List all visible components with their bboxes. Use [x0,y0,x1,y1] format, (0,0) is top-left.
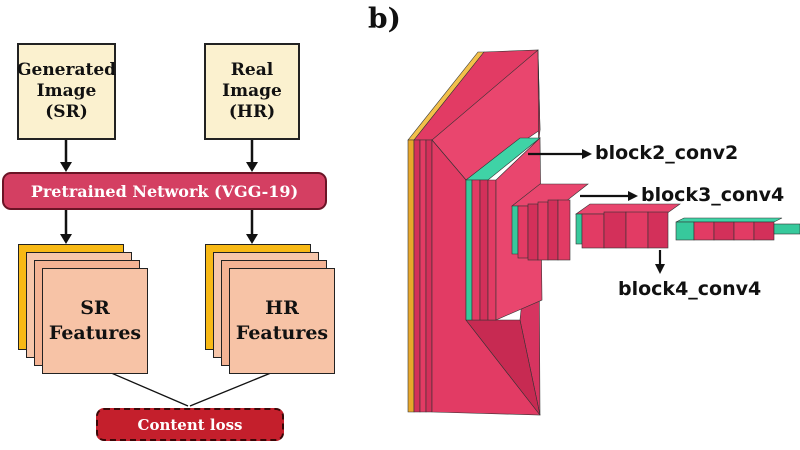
generated-image-box: Generated Image (SR) [17,43,116,140]
sr-features-line-1: SR [80,297,110,319]
arrow-hr-to-network-head [246,162,258,172]
real-image-box: Real Image (HR) [204,43,300,140]
real-image-line-3: (HR) [228,102,276,122]
sr-features-box: SR Features [42,268,148,374]
pretrained-network-label: Pretrained Network (VGG-19) [30,181,299,201]
panel-label-b: b) [368,2,401,35]
generated-image-line-1: Generated [16,60,117,80]
layer-label-block4-conv4: block4_conv4 [618,278,762,300]
generated-image-line-3: (SR) [45,102,88,122]
arrow-block3-head [628,191,638,201]
arrow-network-to-hr-features-head [246,234,258,244]
layer-slab-block3-e [557,199,571,261]
arrow-block4-head [655,264,665,274]
hr-features-line-2: Features [235,322,329,344]
content-loss-label: Content loss [137,415,243,434]
generated-image-line-2: Image [36,81,97,101]
layer-label-block2-conv2: block2_conv2 [595,142,739,164]
real-image-line-2: Image [222,81,282,101]
arrow-sr-to-network-head [60,162,72,172]
arrow-block2-head [582,149,592,159]
real-image-line-1: Real [230,60,274,80]
layer-label-block3-conv4: block3_conv4 [641,184,785,206]
sr-features-line-2: Features [48,322,142,344]
layer-slab-block4-d [647,211,669,249]
layer-slab-block5-teal-end [773,223,800,235]
hr-features-box: HR Features [229,268,335,374]
pretrained-network-bar: Pretrained Network (VGG-19) [2,172,327,210]
arrow-network-to-sr-features-head [60,234,72,244]
content-loss-box: Content loss [96,408,284,441]
hr-features-line-1: HR [265,297,299,319]
